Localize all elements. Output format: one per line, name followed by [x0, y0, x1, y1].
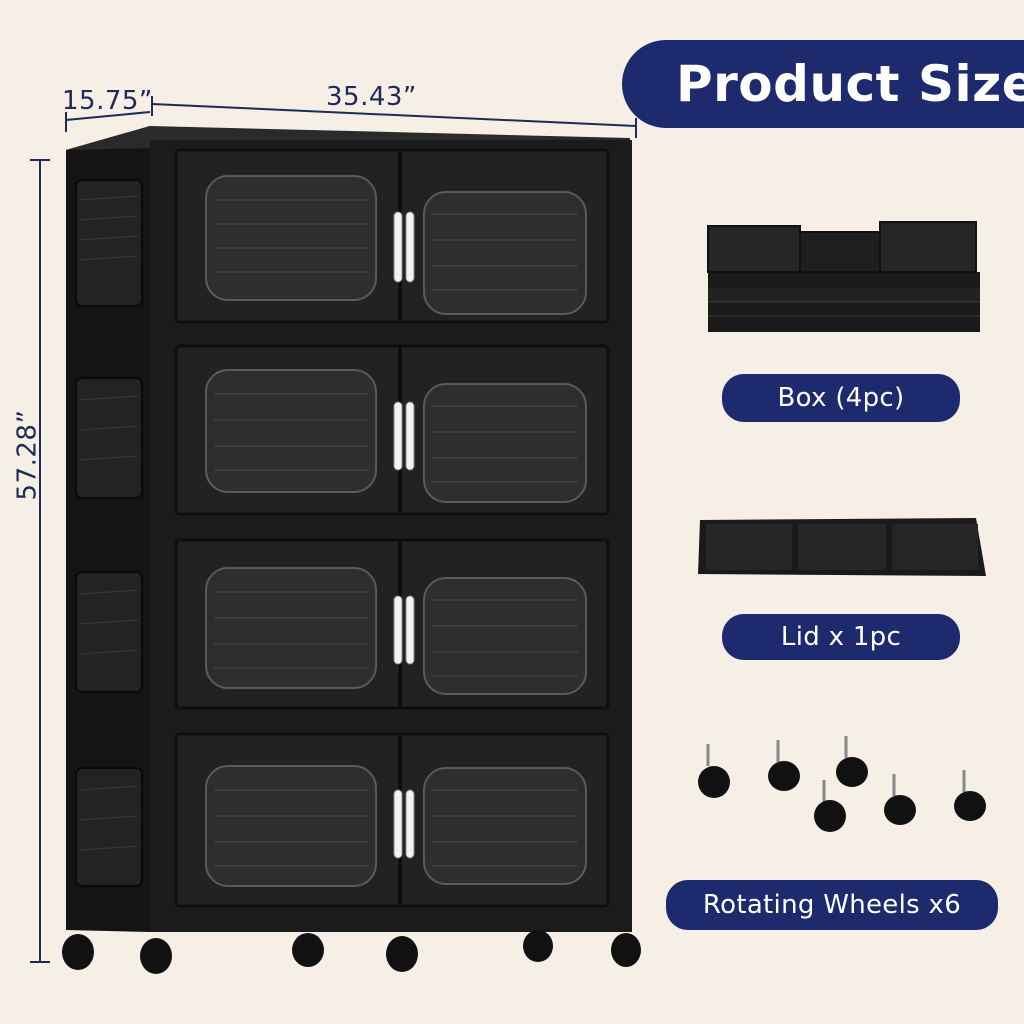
wheels-count-label: Rotating Wheels x6: [666, 880, 998, 930]
stacked-boxes-image: [707, 221, 980, 332]
caster-wheels-image: [698, 736, 986, 832]
width-dimension-label: 35.43”: [326, 82, 417, 112]
lid-count-label: Lid x 1pc: [722, 614, 960, 660]
dimension-lines: [30, 96, 637, 963]
depth-dimension-label: 15.75”: [62, 86, 153, 116]
lid-image: [698, 518, 986, 576]
box-count-label: Box (4pc): [722, 374, 960, 422]
product-size-title: Product Size: [622, 40, 1024, 128]
